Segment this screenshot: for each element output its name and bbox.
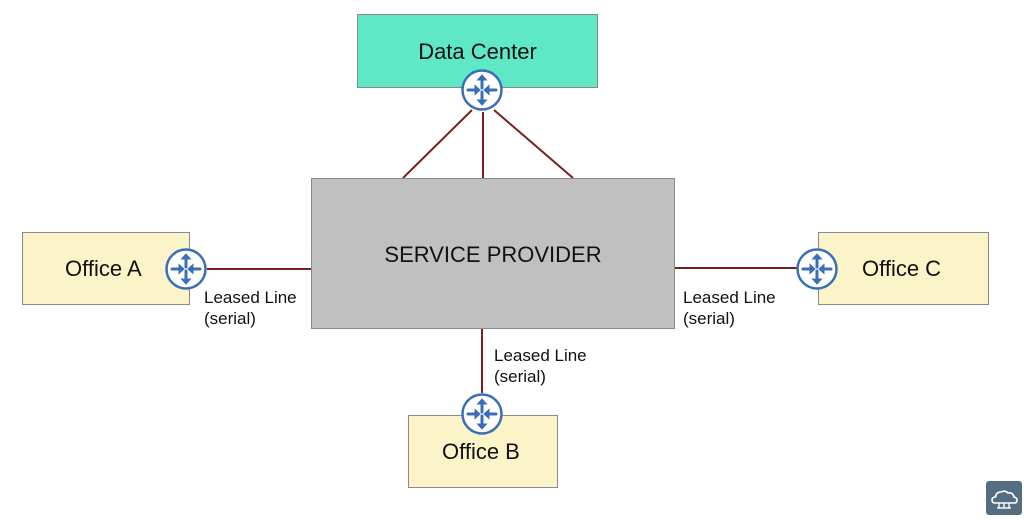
office-a-link-medium: (serial) — [204, 309, 256, 328]
cloud-network-logo-icon — [986, 481, 1022, 515]
dc-link-left — [402, 109, 473, 179]
office-a-link-label: Leased Line (serial) — [204, 287, 297, 329]
office-a-router-icon — [165, 248, 207, 290]
data-center-router-icon — [461, 69, 503, 111]
office-a-box: Office A — [22, 232, 190, 305]
office-b-link-label: Leased Line (serial) — [494, 345, 587, 387]
office-b-link-medium: (serial) — [494, 367, 546, 386]
office-c-router-icon — [796, 248, 838, 290]
dc-link-right — [493, 109, 574, 179]
service-provider-label: SERVICE PROVIDER — [384, 242, 602, 267]
office-c-link-medium: (serial) — [683, 309, 735, 328]
data-center-label: Data Center — [418, 39, 537, 64]
office-a-link-type: Leased Line — [204, 288, 297, 307]
office-c-link-type: Leased Line — [683, 288, 776, 307]
office-a-label: Office A — [65, 255, 142, 281]
office-b-label: Office B — [442, 439, 520, 464]
office-b-link-type: Leased Line — [494, 346, 587, 365]
office-b-router-icon — [461, 393, 503, 435]
office-c-label: Office C — [862, 255, 942, 281]
service-provider-box: SERVICE PROVIDER — [311, 178, 675, 329]
office-c-box: Office C — [818, 232, 989, 305]
office-c-link-label: Leased Line (serial) — [683, 287, 776, 329]
